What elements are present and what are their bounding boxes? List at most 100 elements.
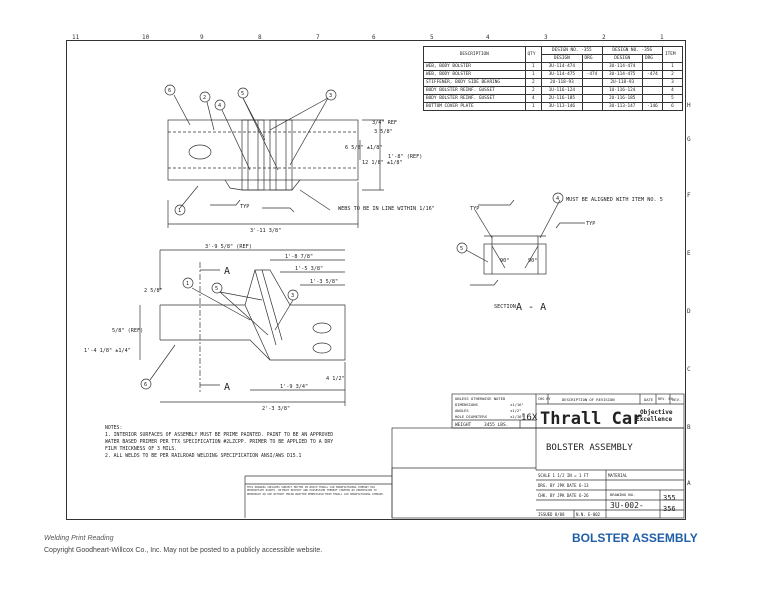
section-note: MUST BE ALIGNED WITH ITEM NO. 5 — [566, 197, 663, 203]
dim-text: 1'-4 1/8" ±1/4" — [84, 348, 131, 354]
front-view — [139, 249, 346, 406]
lower-outline — [224, 179, 301, 191]
dim-text: 12 1/8" ±1/8" — [362, 160, 403, 166]
drawing-sheet — [66, 40, 686, 520]
web-line — [261, 269, 283, 341]
weight-value: 3455 LBS. — [484, 422, 508, 428]
drawing-notes: NOTES: 1. INTERIOR SURFACES OF ASSEMBLY … — [105, 425, 335, 460]
section-letter: A - A — [516, 302, 546, 313]
callout-number: 1 — [178, 208, 181, 214]
tb-text: DESCRIPTION OF REVISION — [562, 397, 615, 402]
zone-label: B — [687, 424, 691, 431]
tb-text: ANGLES — [455, 408, 469, 413]
tb-text: ±1/16" — [510, 414, 524, 419]
callout-bubble — [164, 84, 176, 96]
zone-label: A — [687, 480, 691, 487]
zone-label: 8 — [258, 34, 262, 41]
callout-bubble — [214, 99, 226, 111]
dim-text: 5/8" (REF) — [112, 328, 143, 334]
leader-line — [289, 97, 329, 166]
zone-label: C — [687, 366, 691, 373]
dim-text: 3'-11 3/8" — [250, 228, 281, 234]
dim-text: 1'-8 7/8" — [285, 254, 313, 260]
dim-text: 3 5/8" — [374, 129, 393, 135]
callout-bubble — [287, 289, 299, 301]
dim-text: 3'-9 5/8" (REF) — [205, 244, 252, 250]
dim-text: 1'-5 3/8" — [295, 266, 323, 272]
section-label: SECTION — [494, 304, 516, 310]
bom-cell-d356: 3U-113-147 — [601, 102, 643, 111]
top-view-outline — [167, 119, 359, 181]
leader-line — [539, 199, 561, 239]
tb-text: REV. — [672, 397, 681, 402]
dim-text: 6 5/8" ±1/8" — [345, 145, 382, 151]
bom-cell-description: BOTTOM COVER PLATE — [423, 102, 526, 111]
callout-number: 4 — [556, 196, 559, 202]
weld-symbol — [555, 222, 585, 229]
callout-number: 5 — [460, 246, 463, 252]
tb-text: N.N. E-002 — [576, 512, 601, 517]
zone-label: F — [687, 192, 691, 199]
zone-label: 3 — [544, 34, 548, 41]
zone-label: 6 — [372, 34, 376, 41]
dim-text: 2 5/8" — [144, 288, 163, 294]
slot-hole — [312, 342, 332, 354]
weld-typ: TYP — [240, 204, 249, 210]
dim-text: 3/4" REF — [372, 120, 397, 126]
section-outline — [483, 243, 547, 275]
zone-label: H — [687, 102, 691, 109]
footer-caption: Welding Print Reading Copyright Goodhear… — [44, 535, 322, 554]
tb-text: DRG. BY JPK DATE 6-13 — [538, 483, 589, 488]
callout-number: 1 — [186, 281, 189, 287]
weld-typ: TYP — [470, 206, 479, 212]
zone-markers-top: 11 10 9 8 7 6 5 4 3 2 1 — [66, 34, 684, 42]
weld-note: WEBS TO BE IN LINE WITHIN 1/16" — [338, 206, 435, 212]
drawing-suffix: 355 — [663, 494, 676, 502]
callout-bubble — [211, 282, 223, 294]
leader-line — [179, 185, 199, 209]
footer-copyright: Copyright Goodheart-Willcox Co., Inc. Ma… — [44, 547, 323, 554]
zone-label: 11 — [72, 34, 80, 41]
dim-text: 1'-3 5/8" — [310, 279, 338, 285]
proprietary-notice: THIS DRAWING INCLUDES SUBJECT MATTER IN … — [247, 486, 385, 496]
web-line — [254, 269, 277, 346]
company-tagline: Objective — [640, 409, 673, 416]
tb-text: DRAWING NO. — [610, 492, 635, 497]
bom-cell-d355: 3U-113-146 — [541, 102, 583, 111]
tb-text: UNLESS OTHERWISE NOTED — [455, 396, 506, 401]
dim-text: 1'-8" (REF) — [388, 154, 422, 160]
dim-text: 2'-3 3/8" — [262, 406, 290, 412]
section-letter: A — [224, 382, 230, 393]
leader-line — [173, 94, 191, 126]
tb-text: ±1/16" — [510, 402, 524, 407]
slot-hole — [312, 322, 332, 334]
tb-text: DATE — [644, 397, 654, 402]
bom-cell-item: 6 — [661, 102, 684, 111]
center-plate-hole — [188, 144, 212, 160]
callout-bubble — [456, 242, 468, 254]
callout-bubble — [174, 204, 186, 216]
callout-number: 3 — [329, 93, 332, 99]
callout-number: 6 — [168, 88, 171, 94]
zone-label: G — [687, 136, 691, 143]
note-item: 1. INTERIOR SURFACES OF ASSEMBLY MUST BE… — [105, 433, 334, 452]
callout-bubble — [552, 192, 564, 204]
leader-line — [191, 287, 251, 321]
leader-line — [465, 249, 489, 263]
company-name: Thrall Car — [540, 409, 642, 429]
web-line — [244, 304, 271, 361]
zone-markers-side: H G F E D C B A — [684, 40, 696, 518]
weight-label: WEIGHT — [455, 422, 472, 428]
tb-text: SCALE 1 1/2 IN = 1 FT — [538, 473, 589, 478]
web-2 — [269, 119, 293, 191]
zone-label: 2 — [602, 34, 606, 41]
leader-line — [206, 101, 215, 131]
leader-line — [219, 291, 263, 301]
front-outline — [160, 269, 346, 361]
tb-text: MATERIAL — [608, 473, 628, 478]
